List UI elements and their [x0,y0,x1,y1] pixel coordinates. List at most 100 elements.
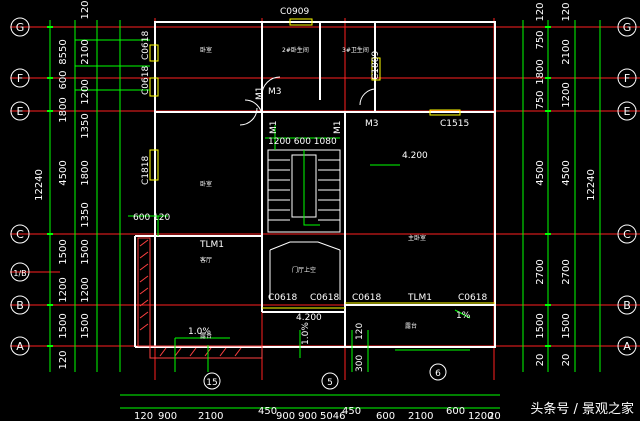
label-m3-b: M3 [365,119,379,129]
room-bedroom-1: 卧室 [200,46,212,54]
balcony-hatch [137,237,263,359]
ldim-1500d: 1500 [80,313,91,338]
ldim-2100: 2100 [80,39,91,64]
dim-lines [49,20,601,409]
right-dims: 750 1800 750 4500 2700 1500 20 120 2100 … [535,2,597,366]
room-terrace-1: 露台 [200,332,212,340]
grid-left-f: F [17,72,23,85]
rdim-o-1200: 1200 [561,82,572,107]
grid-right-g: G [623,21,632,34]
rdim-o-2700: 2700 [561,259,572,284]
bdim-120: 120 [134,411,153,421]
ldim-1800o: 1800 [58,97,69,122]
grid-left-c: C [16,228,24,241]
grid-left-a: A [16,340,24,353]
label-c0618-c: C0618 [268,293,297,303]
ldim-4500: 4500 [58,160,69,185]
annotations: 4.200 4.200 1.0% 1.0% 1% 1200 600 1080 6… [133,137,471,372]
grid-left-g: G [16,21,25,34]
ldim-top-120: 120 [80,0,91,19]
grid-bottom-6: 6 [435,369,441,379]
bdim-900b: 900 [276,411,295,421]
bdim-1200: 1200 [468,411,493,421]
room-terrace-2: 露台 [405,322,417,330]
rdim-120: 120 [535,2,546,21]
label-c0618-a: C0618 [141,31,151,60]
ldim-600: 600 [58,70,69,89]
grid-right-f: F [624,72,630,85]
label-c1515: C1515 [440,119,469,129]
walls [134,21,496,348]
bdim-2100b: 2100 [408,411,433,421]
bdim-900: 900 [158,411,177,421]
grid-labels: G F E C 1/B B A G F E C B A 15 5 6 [13,21,631,388]
window-marks [149,18,495,309]
ldim-1500c: 1500 [80,239,91,264]
level-4200-a: 4.200 [402,151,428,161]
rdim-o-2100: 2100 [561,39,572,64]
rdim-2700: 2700 [535,259,546,284]
ldim-8550: 8550 [58,39,69,64]
ldim-120: 120 [58,350,69,369]
bdim-900c: 900 [298,411,317,421]
room-bath-2: 2#卧生间 [282,46,309,54]
bdim-600b: 600 [446,406,465,417]
label-tlm1-b: TLM1 [407,293,432,303]
grid-right-c: C [623,228,631,241]
dim-120-mid: 120 [355,323,365,340]
label-c0618-f: C0618 [458,293,487,303]
dim-balcony: 600 120 [133,213,170,223]
dim-300-mid: 300 [355,355,365,372]
room-master: 主卧室 [408,234,426,242]
rdim-o-120: 120 [561,2,572,21]
rdim-o-20: 20 [561,354,572,367]
bdim-20: 20 [488,411,501,421]
grid-bottom-15: 15 [206,378,217,388]
ldim-1500: 1500 [58,239,69,264]
grid-left-b: B [16,299,24,312]
room-bath-3: 3#卫生间 [342,46,369,54]
ldim-1200b: 1200 [58,277,69,302]
bdim-2100: 2100 [198,411,223,421]
grid-right-b: B [623,299,631,312]
ldim-1350b: 1350 [80,202,91,227]
left-dims: 2100 1200 1350 4500 1800 1350 1500 1200 … [34,0,91,369]
watermark: 头条号 / 景观之家 [530,402,634,417]
slope-3: 1% [456,311,471,321]
grid-right-a: A [623,340,631,353]
grid-left-e: E [17,105,24,118]
label-c0909: C0909 [280,7,309,17]
room-living: 客厅 [200,256,212,264]
bdim-5046: 5046 [320,411,345,421]
rdim-750b: 750 [535,90,546,109]
bottom-dims: 120 900 2100 450 900 900 5046 450 600 21… [134,406,501,421]
slope-2: 1.0% [301,322,311,345]
label-m1-c: M1 [333,121,343,135]
bdim-450: 450 [258,406,277,417]
ldim-1200: 1200 [80,79,91,104]
opening-labels: C0909 C0618 C0618 C1809 C1818 C1515 C061… [141,7,487,303]
door-swings [239,76,377,126]
ldim-1800: 1800 [80,160,91,185]
label-c0618-e: C0618 [352,293,381,303]
room-labels: 卧室 2#卧生间 3#卫生间 卧室 客厅 主卧室 露台 门厅上空 露台 [200,46,426,340]
label-c0618-d: C0618 [310,293,339,303]
label-c1818: C1818 [141,156,151,185]
rdim-20: 20 [535,354,546,367]
level-4200-b: 4.200 [296,313,322,323]
label-m1-a: M1 [255,87,265,101]
rdim-4500: 4500 [535,160,546,185]
grid-bubbles [10,17,637,390]
rdim-o-12240: 12240 [586,169,597,201]
bdim-600: 600 [376,411,395,421]
stairs [267,149,341,300]
rdim-750: 750 [535,30,546,49]
ldim-1200c: 1200 [80,277,91,302]
grid-left-1b: 1/B [13,269,26,278]
grid-right-e: E [624,105,631,118]
label-c0618-b: C0618 [141,66,151,95]
dim-stair: 1200 600 1080 [268,137,337,147]
ldim-1500b: 1500 [58,313,69,338]
